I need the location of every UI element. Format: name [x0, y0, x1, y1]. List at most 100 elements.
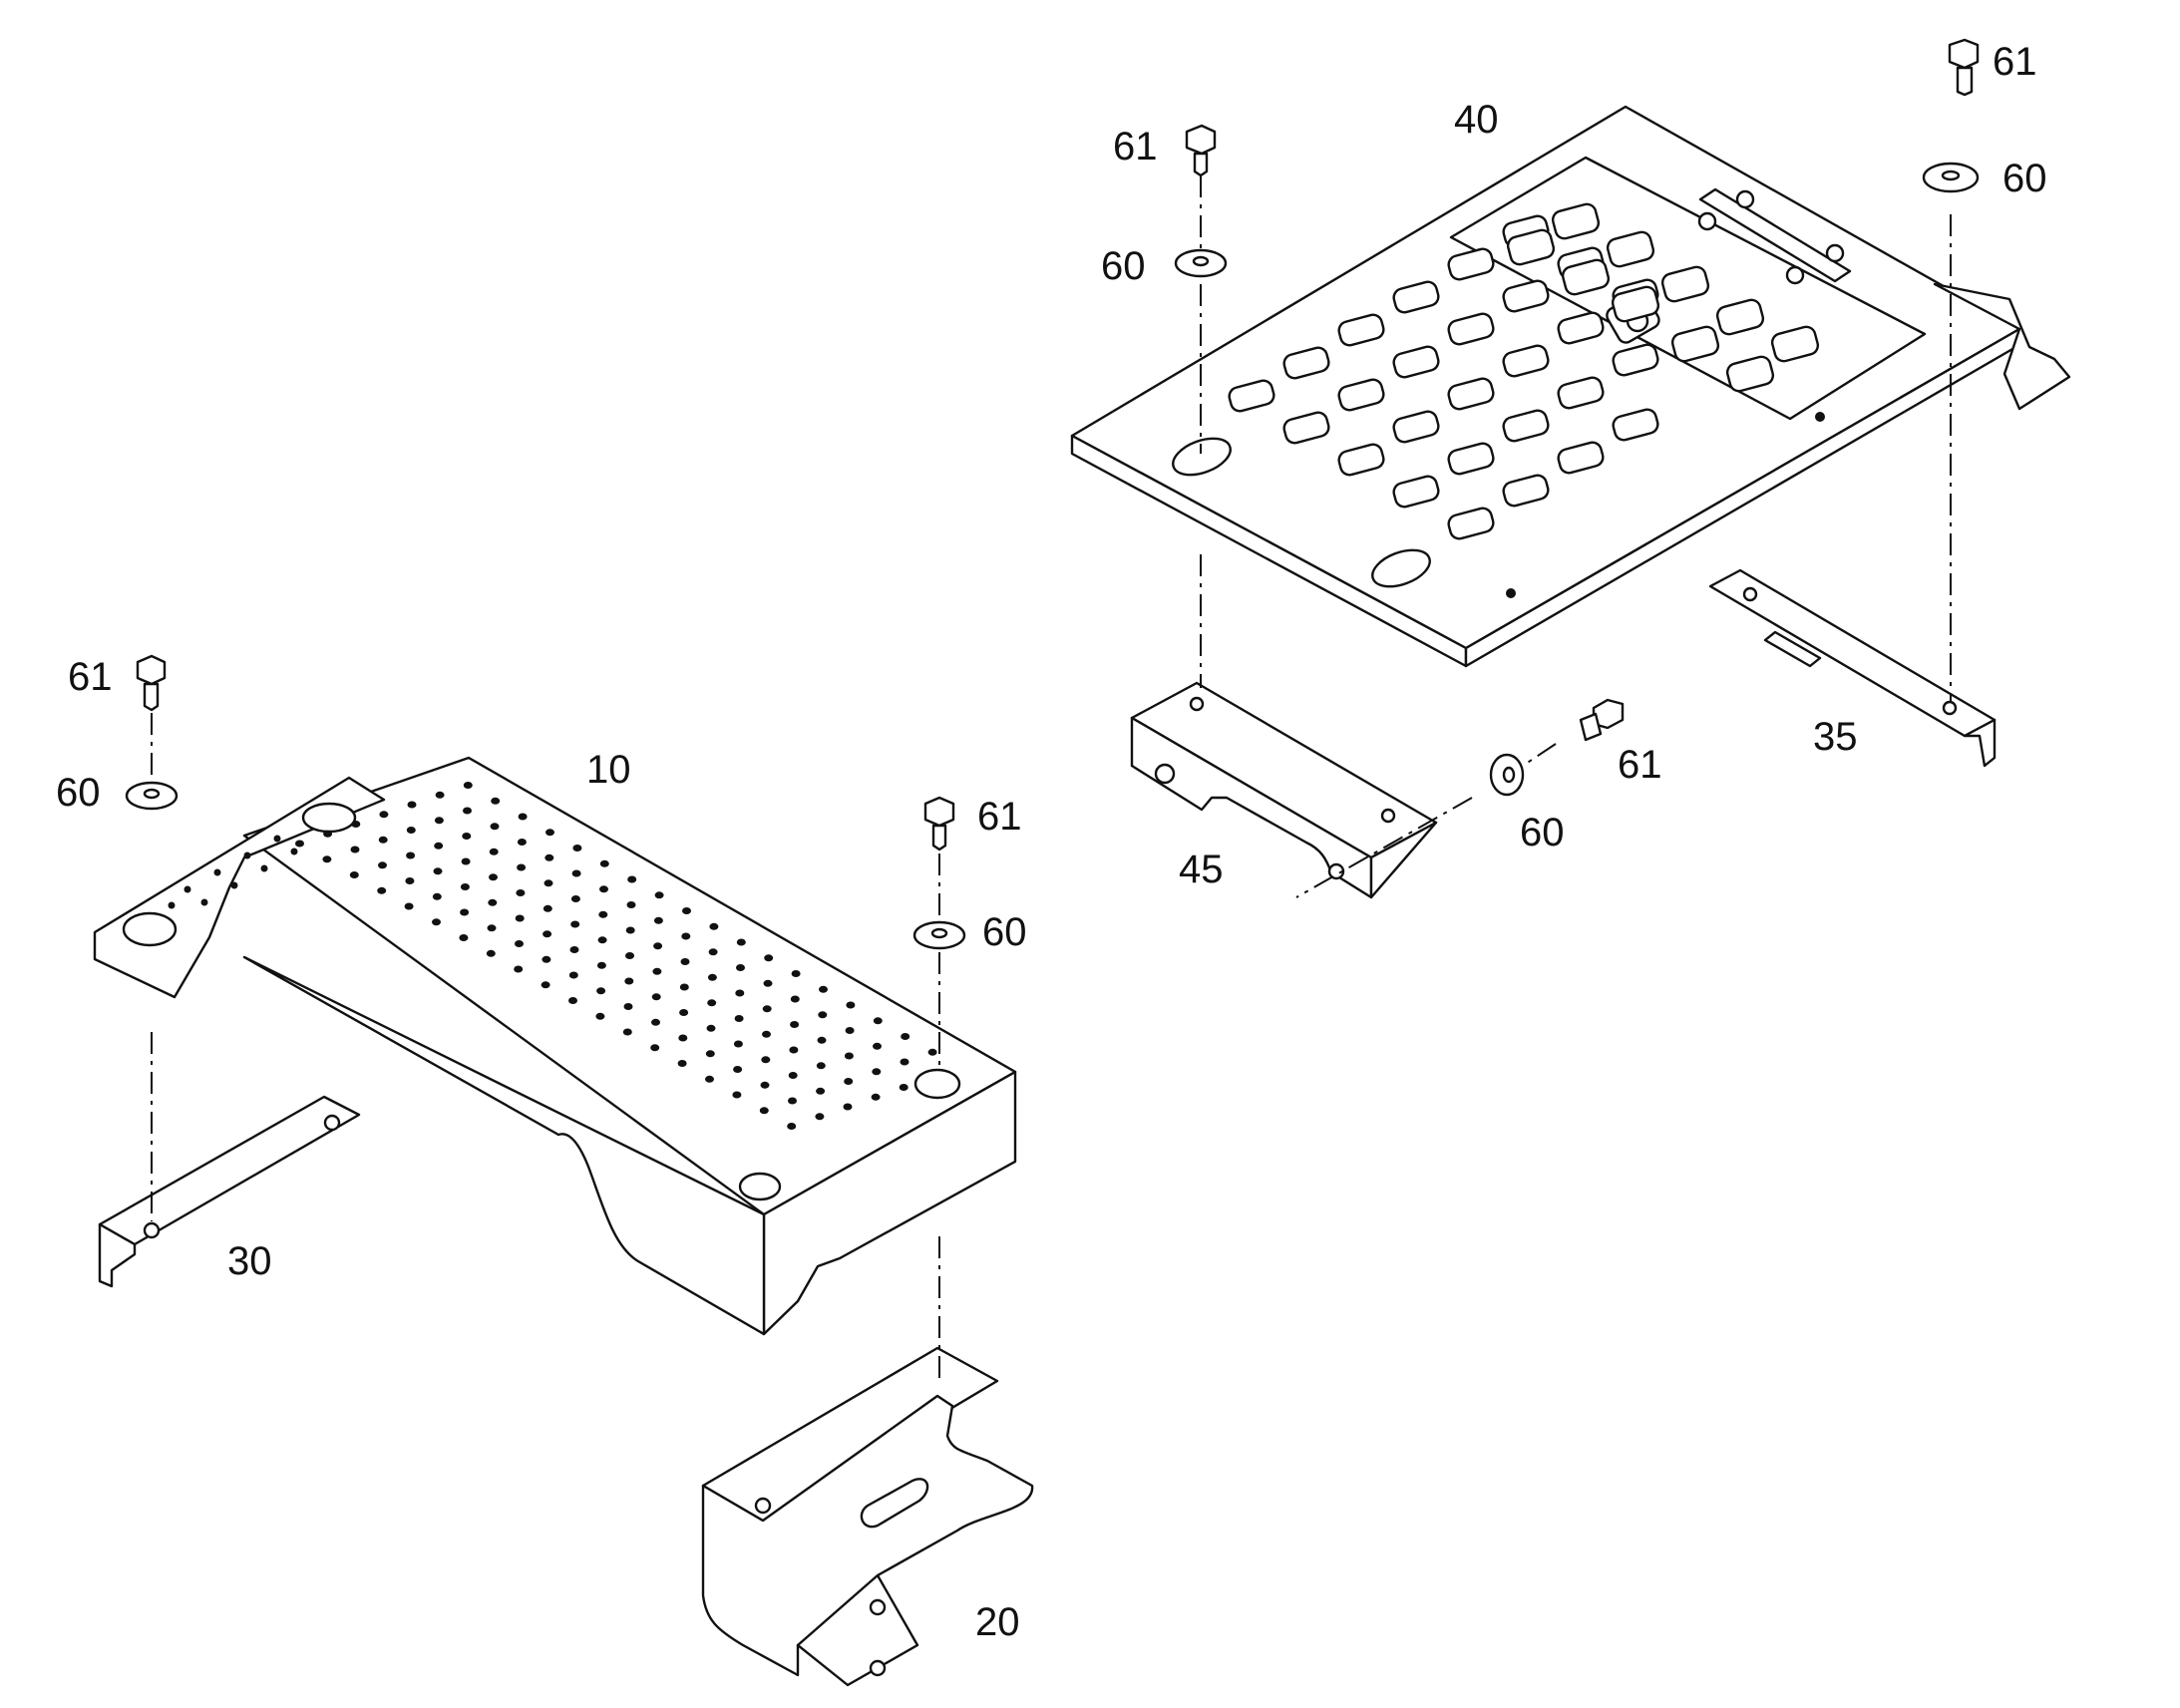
bolt-b: [1185, 124, 1217, 177]
perforation-hole: [790, 995, 800, 1003]
perforation-hole: [901, 1033, 910, 1040]
vent-slot: [1447, 442, 1495, 476]
perforation-hole: [791, 970, 801, 977]
hatch-slot: [1660, 265, 1710, 303]
perforation-hole: [927, 1048, 937, 1056]
part-45-angle-bracket: [1130, 681, 1438, 899]
perforation-hole: [680, 958, 690, 965]
perforation-hole: [873, 1017, 883, 1025]
perforation-hole: [653, 942, 663, 950]
perforation-hole: [463, 807, 472, 815]
perforation-hole: [706, 1024, 716, 1032]
perforation-hole: [487, 924, 497, 932]
perforation-hole: [736, 938, 746, 946]
vent-slot: [1557, 441, 1605, 475]
hatch-slot: [1770, 325, 1820, 363]
perforation-hole: [816, 1087, 826, 1095]
vent-slot: [1502, 344, 1550, 378]
fastener-set-d: [125, 654, 179, 1221]
vent-slot: [1612, 408, 1659, 442]
perforation-hole: [789, 1046, 799, 1054]
perforation-hole: [654, 891, 664, 899]
vent-slot: [1447, 377, 1495, 411]
callout-washer-b: 60: [1101, 244, 1146, 288]
vent-slot: [1447, 312, 1495, 346]
perforation-hole: [322, 855, 332, 863]
perforation-hole: [599, 859, 609, 867]
perforation-hole: [652, 967, 662, 975]
perforation-hole: [596, 987, 606, 995]
vent-slot: [1447, 247, 1495, 281]
perforation-hole: [707, 999, 717, 1007]
fastener-set-c: [1295, 698, 1625, 898]
perforation-hole: [349, 871, 359, 878]
perforation-hole: [736, 964, 745, 971]
callout-bolt-d: 61: [68, 655, 113, 699]
perforation-hole: [761, 1056, 771, 1064]
perforation-hole: [651, 993, 661, 1001]
perforation-hole: [764, 954, 774, 962]
vent-slot: [1228, 379, 1275, 413]
perforation-hole: [545, 829, 554, 837]
perforation-hole: [678, 1034, 688, 1042]
perforation-hole: [763, 979, 773, 987]
perforation-hole: [624, 977, 634, 985]
perforation-hole: [213, 868, 221, 876]
perforation-hole: [463, 782, 473, 789]
perforation-hole: [544, 879, 553, 887]
perforation-hole: [545, 854, 554, 861]
callout-bolt-e: 61: [977, 795, 1022, 839]
perforation-hole: [351, 821, 361, 828]
perforation-hole: [733, 1066, 743, 1073]
hatch-slot: [1551, 202, 1601, 240]
callout-washer-e: 60: [982, 910, 1027, 954]
perforation-hole: [653, 916, 663, 924]
callout-bolt-a: 61: [1993, 40, 2037, 84]
perforation-hole: [625, 926, 635, 934]
part-10-perforated-tray: [93, 756, 1017, 1336]
perforation-hole: [518, 813, 528, 821]
perforation-hole: [350, 846, 360, 854]
hatch-slot: [1725, 355, 1775, 393]
perforation-hole: [598, 910, 608, 918]
vent-slot: [1337, 313, 1385, 347]
perforation-hole: [681, 932, 691, 940]
perforation-hole: [817, 1036, 827, 1044]
callout-bolt-c: 61: [1618, 743, 1662, 787]
perforation-hole: [243, 852, 251, 859]
vent-slot: [1337, 378, 1385, 412]
perforation-hole: [679, 983, 689, 991]
perforation-hole: [816, 1062, 826, 1070]
perforation-hole: [514, 965, 524, 973]
perforation-hole: [596, 961, 606, 969]
hatch-slot: [1606, 230, 1655, 268]
perforation-hole: [378, 836, 388, 844]
perforation-hole: [406, 852, 416, 859]
perforation-hole: [461, 857, 471, 865]
callout-part-20: 20: [975, 1600, 1020, 1644]
perforation-hole: [486, 949, 496, 957]
perforation-hole: [762, 1005, 772, 1013]
perforation-hole: [434, 842, 444, 850]
perforation-hole: [200, 898, 208, 906]
perforation-hole: [709, 922, 719, 930]
hatch-slot: [1670, 325, 1720, 363]
vent-slot: [1392, 345, 1440, 379]
perforation-hole: [273, 835, 281, 843]
vent-slot: [1557, 311, 1605, 345]
perforation-hole: [323, 830, 333, 838]
washer-e: [912, 920, 966, 950]
perforation-hole: [622, 1028, 632, 1036]
perforation-hole: [626, 901, 636, 908]
vent-slot: [1282, 411, 1330, 445]
perforation-hole: [295, 840, 304, 848]
vent-slot: [1392, 475, 1440, 509]
perforation-hole: [377, 886, 387, 894]
perforation-hole: [733, 1040, 743, 1048]
perforation-hole: [517, 839, 527, 846]
callout-washer-c: 60: [1520, 811, 1565, 854]
perforation-hole: [788, 1072, 798, 1079]
perforation-hole: [488, 898, 498, 906]
perforation-hole: [489, 848, 499, 855]
vent-slot: [1502, 409, 1550, 443]
